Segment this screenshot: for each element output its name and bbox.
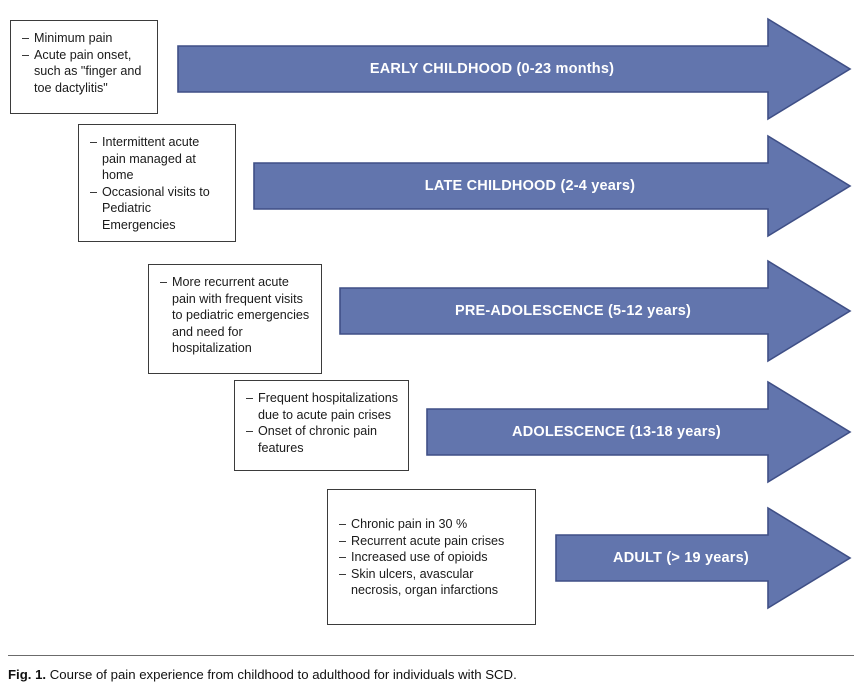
arrow-early-childhood: EARLY CHILDHOOD (0-23 months) <box>177 17 852 121</box>
list-item: – Chronic pain in 30 % <box>339 516 525 533</box>
bullet-text: Recurrent acute pain crises <box>351 533 505 548</box>
list-item: – Increased use of opioids <box>339 549 525 566</box>
bullet-text: Increased use of opioids <box>351 550 488 565</box>
stage-box-early-childhood: – Minimum pain – Acute pain onset, such … <box>10 20 158 114</box>
figure-caption-text: Course of pain experience from childhood… <box>49 667 517 682</box>
bullet-dash: – <box>22 31 30 45</box>
bullet-dash: – <box>339 550 347 565</box>
bullet-text: Acute pain onset, such as "finger and to… <box>34 47 142 95</box>
list-item: – Onset of chronic pain features <box>246 423 398 456</box>
caption-divider <box>8 655 854 656</box>
figure-caption: Fig. 1. Course of pain experience from c… <box>8 666 858 684</box>
bullet-list-adolescence: – Frequent hospitalizations due to acute… <box>246 390 398 456</box>
bullet-dash: – <box>22 47 30 62</box>
list-item: – Minimum pain <box>22 30 147 47</box>
bullet-text: Occasional visits to Pediatric Emergenci… <box>102 184 210 232</box>
bullet-dash: – <box>246 391 254 405</box>
bullet-text: Chronic pain in 30 % <box>351 517 468 532</box>
bullet-dash: – <box>339 566 347 581</box>
list-item: – Occasional visits to Pediatric Emergen… <box>90 184 225 234</box>
bullet-list-pre-adolescence: – More recurrent acute pain with frequen… <box>160 274 311 357</box>
stage-box-adolescence: – Frequent hospitalizations due to acute… <box>234 380 409 471</box>
stage-box-pre-adolescence: – More recurrent acute pain with frequen… <box>148 264 322 374</box>
stage-box-adult: – Chronic pain in 30 % – Recurrent acute… <box>327 489 536 625</box>
bullet-dash: – <box>90 135 98 149</box>
bullet-dash: – <box>339 533 347 548</box>
arrow-late-childhood: LATE CHILDHOOD (2-4 years) <box>253 134 852 238</box>
arrow-shape-icon <box>177 17 852 121</box>
bullet-list-early-childhood: – Minimum pain – Acute pain onset, such … <box>22 30 147 96</box>
list-item: – Frequent hospitalizations due to acute… <box>246 390 398 423</box>
list-item: – Skin ulcers, avascular necrosis, organ… <box>339 566 525 599</box>
bullet-text: More recurrent acute pain with frequent … <box>172 275 310 356</box>
arrow-adolescence: ADOLESCENCE (13-18 years) <box>426 380 852 484</box>
bullet-text: Frequent hospitalizations due to acute p… <box>258 391 399 422</box>
arrow-shape-icon <box>339 259 852 363</box>
bullet-text: Intermittent acute pain managed at home <box>102 135 200 183</box>
arrow-shape-icon <box>555 506 852 610</box>
stage-box-late-childhood: – Intermittent acute pain managed at hom… <box>78 124 236 242</box>
bullet-dash: – <box>160 275 168 289</box>
bullet-text: Skin ulcers, avascular necrosis, organ i… <box>351 566 498 598</box>
arrow-shape-icon <box>253 134 852 238</box>
list-item: – Intermittent acute pain managed at hom… <box>90 134 225 184</box>
list-item: – Acute pain onset, such as "finger and … <box>22 47 147 97</box>
bullet-list-adult: – Chronic pain in 30 % – Recurrent acute… <box>339 516 525 599</box>
arrow-adult: ADULT (> 19 years) <box>555 506 852 610</box>
figure-number: Fig. 1. <box>8 667 47 682</box>
bullet-dash: – <box>246 424 254 439</box>
bullet-list-late-childhood: – Intermittent acute pain managed at hom… <box>90 134 225 234</box>
arrow-pre-adolescence: PRE-ADOLESCENCE (5-12 years) <box>339 259 852 363</box>
bullet-text: Onset of chronic pain features <box>258 424 378 455</box>
list-item: – More recurrent acute pain with frequen… <box>160 274 311 357</box>
bullet-dash: – <box>90 184 98 199</box>
bullet-dash: – <box>339 517 347 532</box>
arrow-shape-icon <box>426 380 852 484</box>
bullet-text: Minimum pain <box>34 31 113 45</box>
list-item: – Recurrent acute pain crises <box>339 533 525 550</box>
